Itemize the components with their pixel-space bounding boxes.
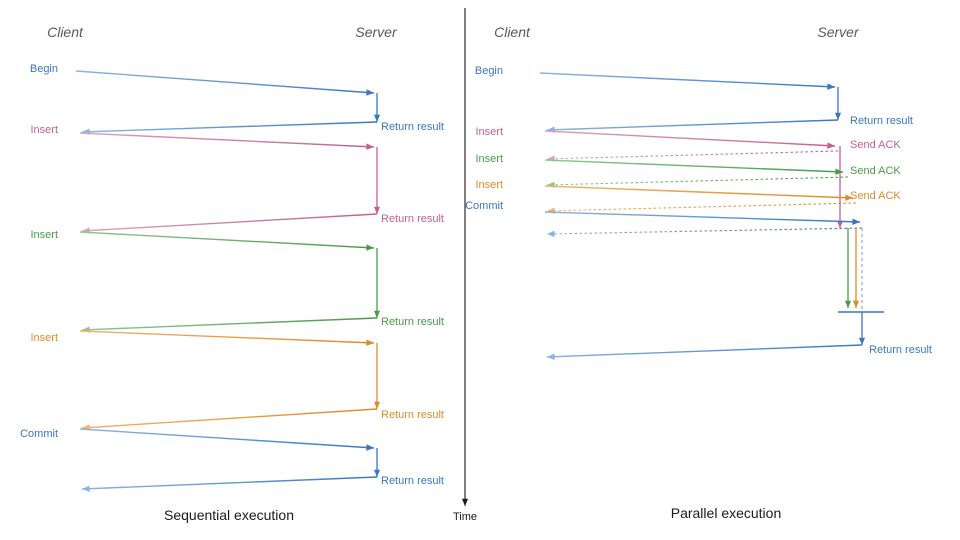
parallel-insert2-ack — [546, 176, 849, 186]
sequential-insert1-return-label: Return result — [381, 213, 444, 225]
parallel-commit-request-arrowhead — [852, 218, 860, 225]
parallel-insert3-request-label: Insert — [475, 179, 503, 191]
parallel-insert3-ack — [546, 202, 857, 212]
parallel-insert3-request-arrowhead — [845, 194, 853, 201]
sequential-insert2-activation-arrowhead — [373, 310, 381, 318]
parallel-commit-request-label: Commit — [465, 200, 503, 212]
sequential-begin-request — [75, 70, 375, 94]
parallel-insert2-work-arrowhead — [844, 300, 852, 308]
sequential-commit-request-arrowhead — [366, 444, 374, 451]
sequential-insert3-return — [81, 408, 378, 429]
sequential-insert1-request-label: Insert — [30, 124, 58, 136]
parallel-insert3-ack-label: Send ACK — [850, 190, 901, 202]
parallel-commit-return-label: Return result — [869, 344, 932, 356]
sequential-begin-return-label: Return result — [381, 121, 444, 133]
parallel-insert2-request-arrowhead — [835, 168, 843, 175]
sequential-insert1-return — [81, 213, 378, 232]
sequential-insert1-request-arrowhead — [366, 143, 374, 150]
time-axis-label: Time — [453, 511, 477, 523]
parallel-begin-return-label: Return result — [850, 115, 913, 127]
parallel-insert2-request-label: Insert — [475, 153, 503, 165]
parallel-insert1-request — [544, 130, 836, 147]
sequential-commit-activation-arrowhead — [373, 469, 381, 477]
sequential-insert1-return-arrowhead — [82, 227, 90, 234]
parallel-insert3-request — [544, 185, 854, 199]
sequential-insert2-return — [81, 317, 378, 331]
parallel-insert3-ack-arrowhead — [547, 207, 555, 215]
parallel-commit-return — [546, 344, 863, 358]
sequential-insert2-request — [79, 231, 375, 249]
sequential-client-actor-label: Client — [47, 24, 84, 40]
sequential-insert1-request — [79, 132, 375, 148]
sequential-begin-activation-arrowhead — [373, 114, 381, 122]
sequential-insert3-request-arrowhead — [366, 339, 374, 346]
sequential-begin-return-arrowhead — [82, 128, 90, 135]
sequential-caption: Sequential execution — [164, 507, 294, 523]
time-axis-arrowhead — [461, 498, 469, 506]
parallel-insert2-ack-label: Send ACK — [850, 165, 901, 177]
parallel-commit-ack — [546, 227, 863, 235]
parallel-insert1-request-label: Insert — [475, 126, 503, 138]
sequential-begin-request-label: Begin — [30, 63, 58, 75]
parallel-insert1-ack-label: Send ACK — [850, 139, 901, 151]
parallel-begin-request-arrowhead — [827, 83, 835, 90]
parallel-client-actor-label: Client — [494, 24, 531, 40]
sequential-insert1-activation-arrowhead — [373, 206, 381, 214]
sequential-commit-return — [81, 476, 378, 490]
sequential-commit-return-label: Return result — [381, 475, 444, 487]
sequential-insert3-request-label: Insert — [30, 332, 58, 344]
parallel-commit-return-arrowhead — [547, 353, 555, 360]
parallel-insert1-activation-arrowhead — [836, 220, 844, 228]
sequential-server-actor-label: Server — [355, 24, 398, 40]
parallel-insert2-request — [544, 159, 844, 173]
parallel-begin-request-label: Begin — [475, 65, 503, 77]
parallel-insert1-request-arrowhead — [827, 142, 835, 149]
parallel-begin-return — [546, 119, 839, 131]
sequential-insert2-return-arrowhead — [82, 326, 90, 333]
sequential-insert2-request-arrowhead — [366, 244, 374, 251]
parallel-commit-activation-arrowhead — [858, 337, 866, 345]
sequential-insert3-request — [79, 330, 375, 344]
parallel-insert1-ack-arrowhead — [547, 155, 555, 163]
parallel-begin-return-arrowhead — [547, 126, 555, 133]
parallel-caption: Parallel execution — [671, 505, 782, 521]
sequential-insert3-return-label: Return result — [381, 409, 444, 421]
parallel-commit-request — [544, 211, 861, 223]
sequential-begin-return — [81, 121, 378, 133]
parallel-insert3-work-arrowhead — [852, 300, 860, 308]
parallel-server-actor-label: Server — [817, 24, 860, 40]
sequential-commit-request-label: Commit — [20, 428, 58, 440]
parallel-insert1-ack — [546, 150, 839, 160]
parallel-begin-activation-arrowhead — [834, 112, 842, 120]
sequential-commit-request — [79, 428, 375, 449]
sequential-commit-return-arrowhead — [82, 485, 90, 492]
sequential-insert2-return-label: Return result — [381, 316, 444, 328]
sequential-insert2-request-label: Insert — [30, 229, 58, 241]
time-axis-layer: Time — [453, 8, 477, 523]
sequential-insert3-activation-arrowhead — [373, 401, 381, 409]
sequential-begin-request-arrowhead — [366, 89, 374, 96]
parallel-begin-request — [539, 72, 836, 88]
parallel-insert2-ack-arrowhead — [547, 181, 555, 189]
parallel-commit-ack-arrowhead — [547, 230, 555, 238]
